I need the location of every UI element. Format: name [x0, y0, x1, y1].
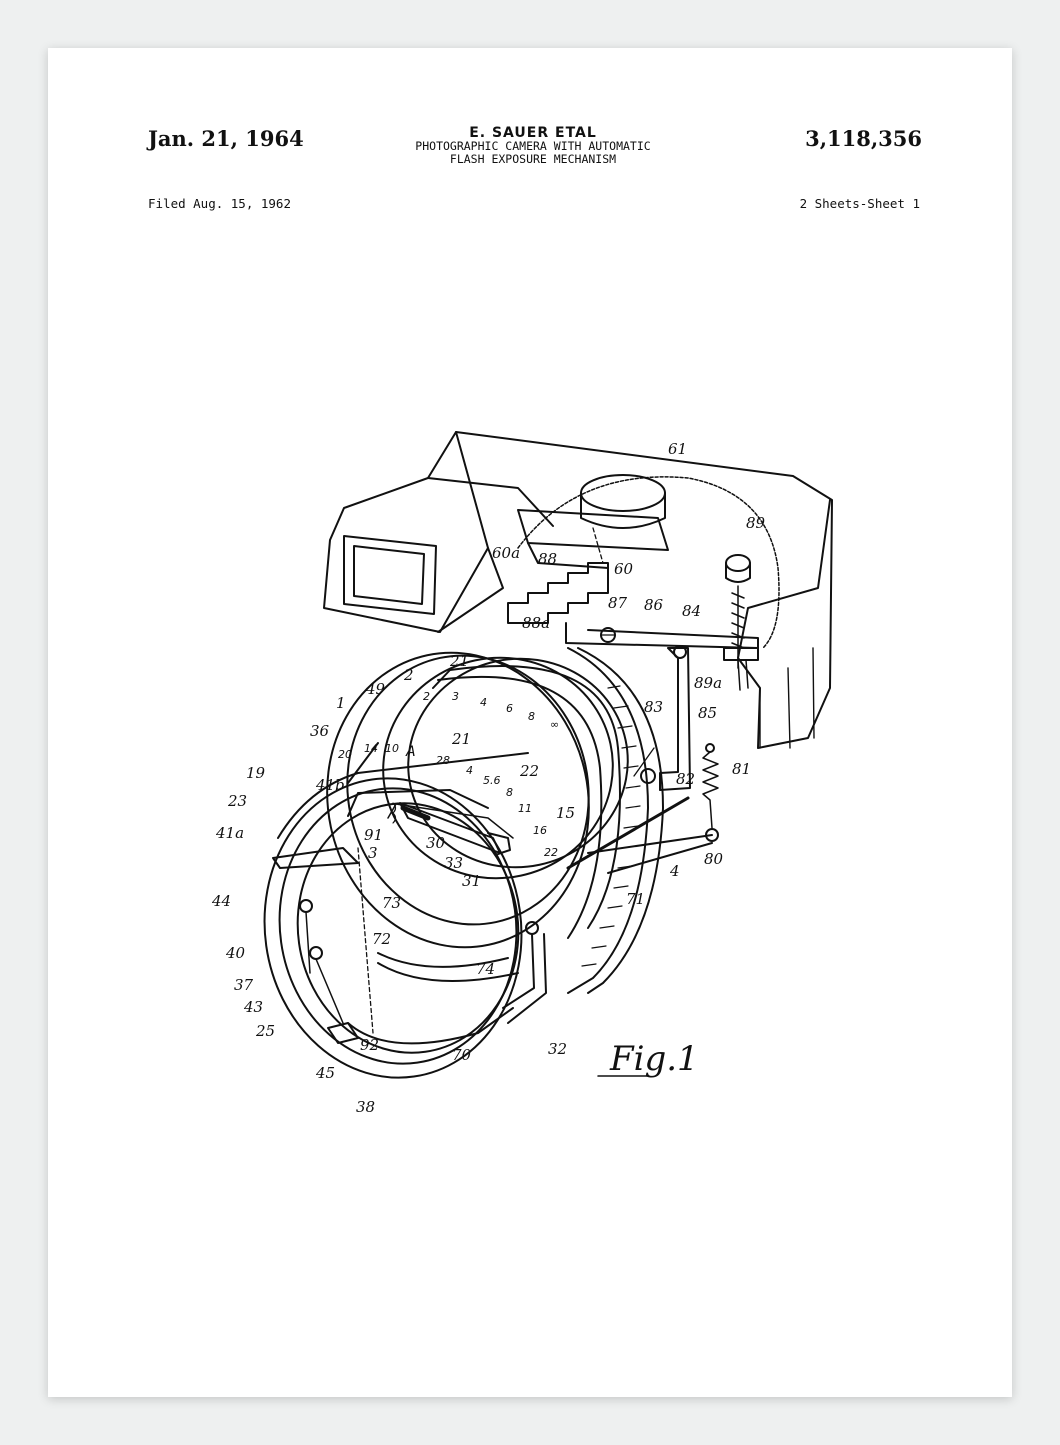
filed-date: Filed Aug. 15, 1962 — [148, 196, 291, 211]
ref-83: 83 — [644, 698, 663, 716]
ref-40: 40 — [225, 944, 246, 962]
ref-2: 2 — [403, 666, 414, 684]
scale-inner-6: 22 — [544, 846, 558, 859]
ref-30: 30 — [426, 834, 446, 852]
ref-61: 61 — [668, 440, 687, 458]
scale-outer-1: 3 — [452, 690, 459, 703]
lens-barrel — [326, 647, 664, 994]
patent-date: Jan. 21, 1964 — [148, 126, 304, 151]
camera-body — [323, 431, 833, 749]
ref-60: 60 — [614, 560, 634, 578]
flash-socket-30 — [392, 802, 511, 855]
ref-19: 19 — [246, 764, 266, 782]
ref-49: 49 — [365, 680, 386, 698]
scale-inner-4: 11 — [518, 802, 532, 815]
ref-15: 15 — [556, 804, 575, 822]
ref-23: 23 — [227, 792, 247, 810]
ref-70: 70 — [452, 1046, 472, 1064]
ref-44: 44 — [211, 892, 231, 910]
figure-label: Fig.1 — [609, 1039, 699, 1079]
ref-43: 43 — [243, 998, 263, 1016]
ref-81: 81 — [732, 760, 751, 778]
ref-85: 85 — [698, 704, 717, 722]
scale-inner-2: 5.6 — [483, 774, 501, 787]
part-61-prism — [517, 474, 669, 569]
distance-scale: 2 3 4 6 8 ∞ 14 10 A 20 28 4 5.6 8 11 16 … — [338, 690, 559, 859]
ref-31: 31 — [462, 872, 481, 890]
ref-88a: 88a — [522, 614, 550, 632]
ref-32: 32 — [548, 1040, 567, 1058]
spring-81 — [566, 743, 719, 874]
ref-91: 91 — [364, 826, 383, 844]
ref-84: 84 — [682, 602, 701, 620]
scale-misc-1: 10 — [385, 742, 399, 755]
ref-38: 38 — [356, 1098, 375, 1116]
scale-misc-2: A — [405, 744, 416, 760]
scale-outer-4: 8 — [528, 710, 535, 723]
scale-misc-0: 14 — [364, 742, 378, 755]
ref-89: 89 — [746, 514, 766, 532]
scale-inner-1: 4 — [466, 764, 473, 777]
patent-title-line-2: FLASH EXPOSURE MECHANISM — [449, 152, 617, 166]
scale-outer-5: ∞ — [550, 718, 559, 731]
front-flash-ring — [263, 752, 547, 1079]
ref-1: 1 — [336, 694, 346, 712]
ref-3: 3 — [368, 844, 378, 862]
ref-88: 88 — [538, 550, 557, 568]
inventor-name: E. SAUER ETAL — [469, 125, 597, 141]
reference-numerals: 61 89 60a 88 60 87 86 84 88a 21 2 1 49 8… — [211, 440, 766, 1116]
patent-title-line-1: PHOTOGRAPHIC CAMERA WITH AUTOMATIC — [415, 139, 651, 153]
ref-21b: 21 — [451, 730, 471, 748]
ref-41a: 41a — [215, 824, 244, 842]
patent-heading: E. SAUER ETAL PHOTOGRAPHIC CAMERA WITH A… — [348, 126, 718, 166]
ref-45: 45 — [315, 1064, 335, 1082]
camera-drawing: 2 3 4 6 8 ∞ 14 10 A 20 28 4 5.6 8 11 16 … — [211, 431, 833, 1116]
ref-92: 92 — [360, 1036, 379, 1054]
ref-86: 86 — [644, 596, 664, 614]
ref-74: 74 — [476, 960, 495, 978]
ref-33: 33 — [444, 854, 463, 872]
screw-89 — [723, 554, 759, 691]
scale-outer-0: 2 — [423, 690, 430, 703]
scale-misc-3: 20 — [338, 748, 352, 761]
ref-60a: 60a — [492, 544, 520, 562]
sheet-count: 2 Sheets-Sheet 1 — [799, 196, 920, 211]
ref-82: 82 — [676, 770, 695, 788]
scale-outer-2: 4 — [480, 696, 487, 709]
ref-21: 21 — [449, 652, 469, 670]
ref-89a: 89a — [694, 674, 722, 692]
ref-72: 72 — [372, 930, 391, 948]
scale-outer-3: 6 — [506, 702, 513, 715]
patent-number: 3,118,356 — [805, 126, 922, 151]
ref-22: 22 — [519, 762, 539, 780]
ref-37: 37 — [234, 976, 254, 994]
ref-71: 71 — [626, 890, 645, 908]
scale-inner-5: 16 — [533, 824, 547, 837]
patent-sheet: Jan. 21, 1964 E. SAUER ETAL PHOTOGRAPHIC… — [48, 48, 1012, 1397]
ref-36: 36 — [310, 722, 330, 740]
ref-41b: 41b — [315, 776, 345, 794]
ref-73: 73 — [382, 894, 401, 912]
lever-85 — [633, 645, 691, 791]
ref-80: 80 — [704, 850, 724, 868]
ref-25: 25 — [255, 1022, 275, 1040]
scale-inner-3: 8 — [506, 786, 513, 799]
scale-inner-0: 28 — [436, 754, 450, 767]
ref-4: 4 — [669, 862, 680, 880]
ref-87: 87 — [608, 594, 628, 612]
